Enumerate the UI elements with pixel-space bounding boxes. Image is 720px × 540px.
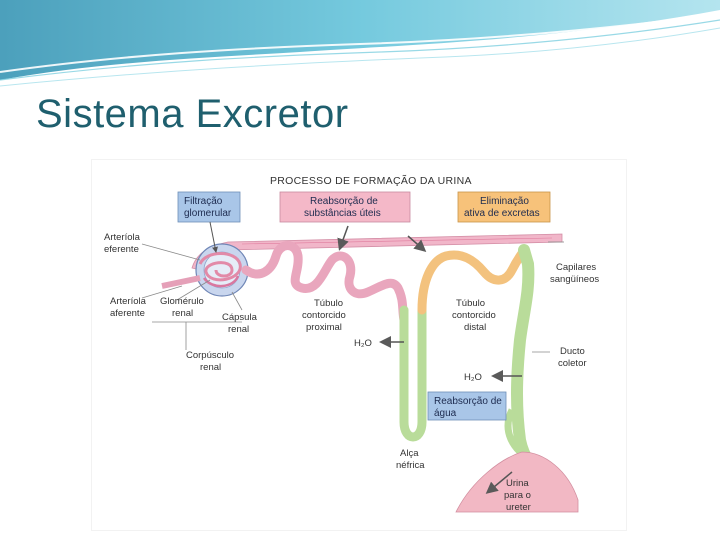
label-alca-2: néfrica: [396, 460, 425, 471]
diagram-panel: PROCESSO DE FORMAÇÃO DA URINA Filtração …: [92, 160, 626, 530]
label-corpusculo-1: Corpúsculo: [186, 350, 234, 361]
urine-formation-diagram: PROCESSO DE FORMAÇÃO DA URINA Filtração …: [104, 174, 599, 513]
label-glomerulo-2: renal: [172, 308, 193, 319]
label-tubulo-proximal-2: contorcido: [302, 310, 346, 321]
label-h2o-2: H₂O: [464, 372, 482, 383]
loop-of-henle: [399, 305, 427, 442]
label-arteriola-eferente-2: eferente: [104, 244, 139, 255]
box-reabsorcao-agua-line1: Reabsorção de: [434, 396, 502, 407]
label-urina-2: para o: [504, 490, 531, 501]
box-eliminacao-line1: Eliminação: [480, 196, 529, 207]
box-reabsorcao-agua-line2: água: [434, 408, 457, 419]
label-capsula-2: renal: [228, 324, 249, 335]
diagram-title: PROCESSO DE FORMAÇÃO DA URINA: [270, 174, 472, 187]
box-filtracao-line2: glomerular: [184, 208, 232, 219]
box-filtracao: Filtração glomerular: [177, 191, 241, 223]
arrow-urina: [485, 471, 513, 494]
label-arteriola-aferente-1: Arteríola: [110, 296, 147, 307]
label-glomerulo-1: Glomérulo: [160, 296, 204, 307]
box-reabsorcao-substancias-line1: Reabsorção de: [310, 196, 378, 207]
label-tubulo-distal-1: Túbulo: [456, 298, 485, 309]
label-ducto-2: coletor: [558, 358, 587, 369]
label-arteriola-aferente-2: aferente: [110, 308, 145, 319]
box-reabsorcao-substancias: Reabsorção de substâncias úteis: [279, 191, 411, 223]
label-alca-1: Alça: [400, 448, 419, 459]
label-tubulo-proximal-1: Túbulo: [314, 298, 343, 309]
label-capilares-1: Capilares: [556, 262, 596, 273]
box-filtracao-line1: Filtração: [184, 196, 223, 207]
slide-title: Sistema Excretor: [36, 92, 349, 136]
label-corpusculo-2: renal: [200, 362, 221, 373]
label-capsula-1: Cápsula: [222, 312, 258, 323]
renal-corpuscle: [195, 243, 249, 297]
label-urina-1: Urina: [506, 478, 529, 489]
label-ducto-1: Ducto: [560, 346, 585, 357]
label-urina-3: ureter: [506, 502, 531, 513]
arrow-reabsorcao: [337, 225, 349, 251]
label-h2o-1: H₂O: [354, 338, 372, 349]
label-tubulo-distal-2: contorcido: [452, 310, 496, 321]
label-tubulo-distal-3: distal: [464, 322, 486, 333]
box-reabsorcao-agua: Reabsorção de água: [427, 391, 507, 421]
label-capilares-2: sangüíneos: [550, 274, 599, 285]
box-eliminacao: Eliminação ativa de excretas: [457, 191, 551, 223]
renal-pelvis: [455, 451, 579, 513]
distal-tubule: [417, 245, 529, 315]
header-wave-decoration: [0, 0, 720, 87]
arrow-eliminacao: [407, 235, 427, 252]
box-eliminacao-line2: ativa de excretas: [464, 208, 540, 219]
arrow-filtracao: [209, 221, 218, 253]
proximal-tubule: [241, 241, 409, 325]
label-tubulo-proximal-3: proximal: [306, 322, 342, 333]
box-reabsorcao-substancias-line2: substâncias úteis: [304, 208, 381, 219]
afferent-arteriole: [161, 275, 201, 289]
label-arteriola-eferente-1: Arteríola: [104, 232, 141, 243]
